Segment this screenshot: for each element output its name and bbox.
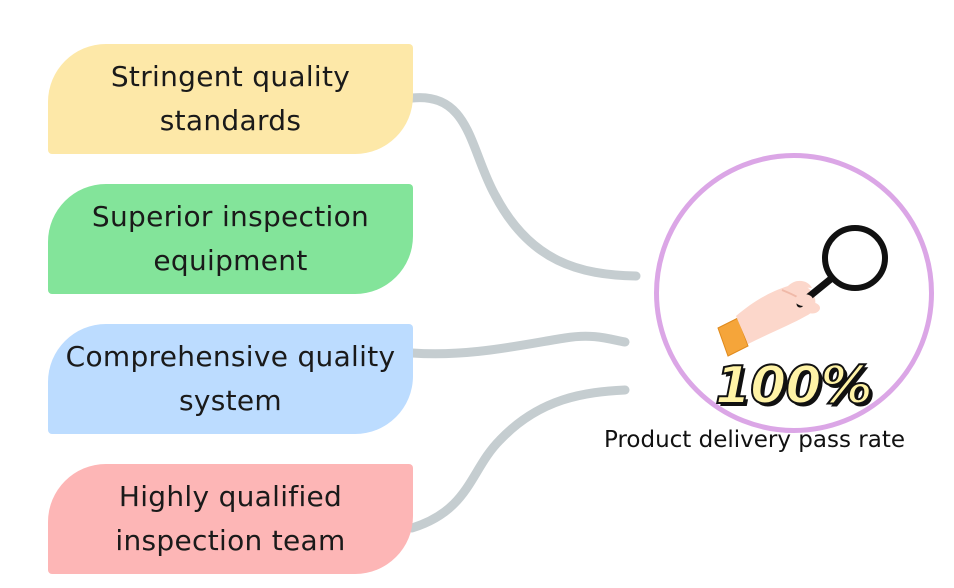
card-text: Stringent quality standards: [111, 55, 350, 143]
card-line: Stringent quality: [110, 60, 351, 93]
card-superior-inspection-equipment: Superior inspection equipment: [48, 184, 413, 294]
pass-rate-label: Product delivery pass rate: [604, 427, 905, 453]
pass-rate-percentage: 100%: [714, 355, 874, 417]
card-highly-qualified-inspection-team: Highly qualified inspection team: [48, 464, 413, 574]
card-line: Superior inspection: [91, 200, 370, 233]
magnifying-glass-hand-icon: [717, 225, 888, 357]
card-line: Highly qualified: [118, 480, 343, 513]
card-text: Superior inspection equipment: [92, 195, 369, 283]
card-text: Highly qualified inspection team: [115, 475, 345, 563]
card-stringent-quality-standards: Stringent quality standards: [48, 44, 413, 154]
connector-4: [407, 385, 630, 533]
result-circle: [654, 153, 934, 433]
card-line: Comprehensive quality: [65, 340, 396, 373]
connector-3: [407, 331, 630, 359]
connector-1: [407, 93, 641, 281]
card-text: Comprehensive quality system: [66, 335, 396, 423]
card-comprehensive-quality-system: Comprehensive quality system: [48, 324, 413, 434]
card-line: standards: [159, 104, 302, 137]
card-line: system: [178, 384, 282, 417]
card-line: equipment: [153, 244, 308, 277]
card-line: inspection team: [115, 524, 346, 557]
